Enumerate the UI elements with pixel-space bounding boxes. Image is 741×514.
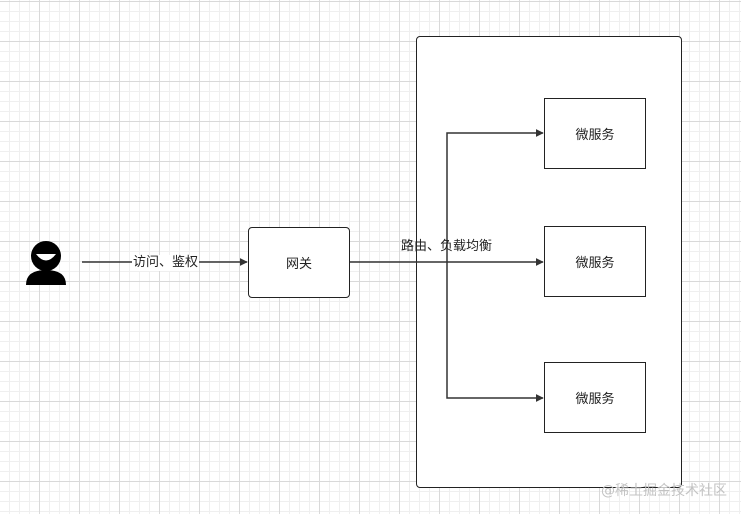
edge-label-routing: 路由、负载均衡 — [401, 239, 493, 254]
service-label: 微服务 — [575, 392, 615, 407]
service-node-2: 微服务 — [544, 226, 646, 297]
edge-label-access: 访问、鉴权 — [132, 255, 200, 271]
service-node-1: 微服务 — [544, 98, 646, 169]
arrow-to-service-3 — [446, 262, 544, 402]
service-label: 微服务 — [575, 256, 615, 271]
service-label: 微服务 — [575, 128, 615, 143]
gateway-label: 网关 — [285, 257, 312, 272]
arrow-to-service-1 — [446, 129, 544, 262]
service-node-3: 微服务 — [544, 362, 646, 433]
gateway-node: 网关 — [248, 227, 350, 298]
watermark: @稀土掘金技术社区 — [601, 483, 727, 499]
user-icon — [26, 241, 66, 285]
